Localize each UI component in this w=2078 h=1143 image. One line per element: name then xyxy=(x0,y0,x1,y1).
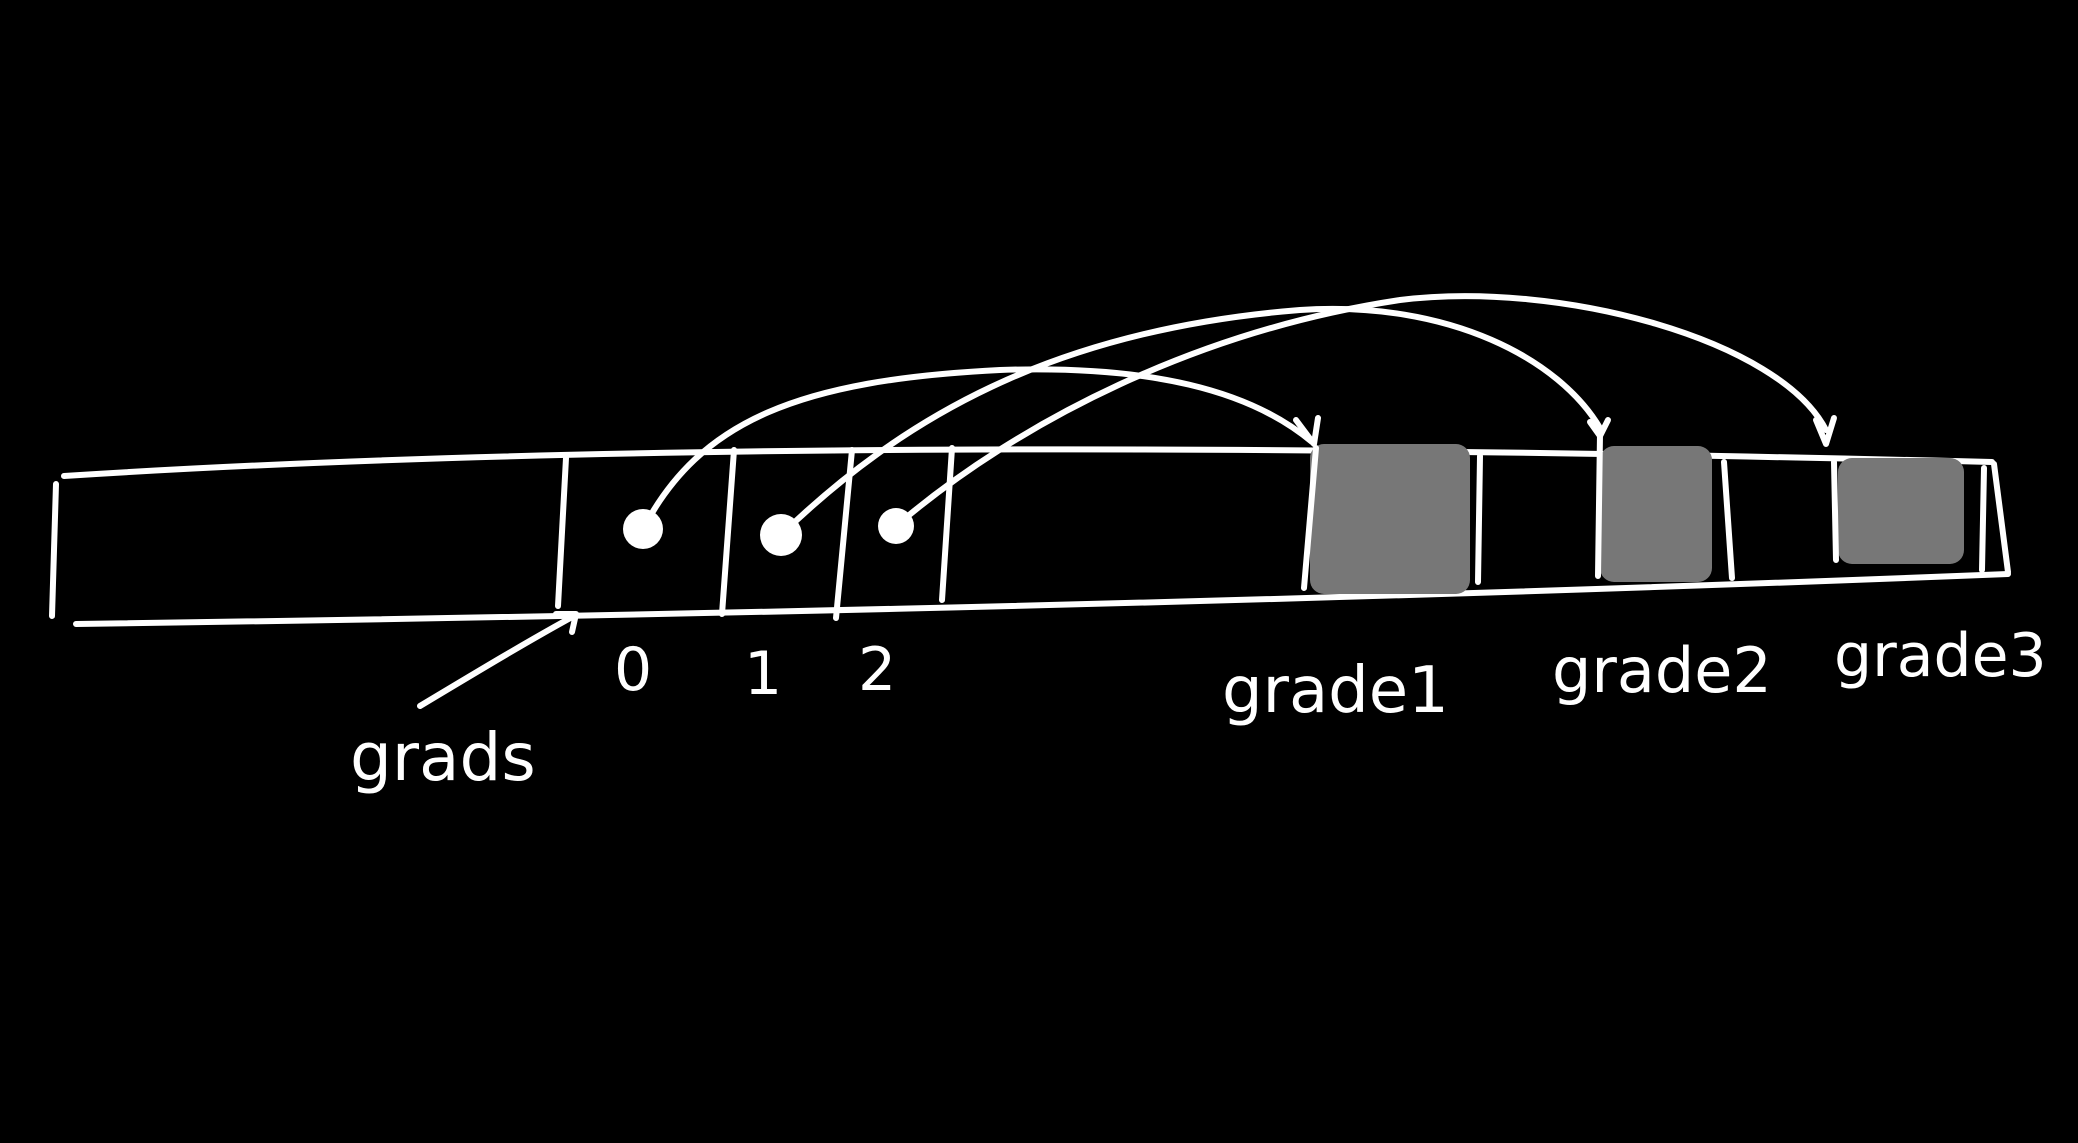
divider-grade1-left xyxy=(1301,445,1319,591)
pointer-arrows xyxy=(640,293,1837,538)
grade1-label: grade1 xyxy=(1222,654,1449,728)
arrowhead-grade2 xyxy=(1587,417,1611,439)
divider-grade2-left xyxy=(1595,431,1603,579)
arrowhead-grade1 xyxy=(1293,415,1321,447)
divider-0-1 xyxy=(719,447,737,617)
memory-strip xyxy=(49,446,2011,627)
index-2-label: 2 xyxy=(858,635,896,705)
grads-pointer xyxy=(417,611,579,709)
divider-grade3-right xyxy=(1979,465,1987,573)
divider-grads-start xyxy=(555,455,569,609)
grade3-label: grade3 xyxy=(1834,621,2047,691)
strip-right-edge xyxy=(1991,461,2011,575)
grade3-cell xyxy=(1838,458,1964,564)
arrow-2-to-grade3 xyxy=(893,293,1829,529)
divider-2-end xyxy=(939,445,955,603)
labels: grads 0 1 2 grade1 grade2 grade3 xyxy=(350,621,2047,796)
strip-left-edge xyxy=(49,481,59,619)
grads-arrowhead xyxy=(553,611,579,635)
grade2-cell xyxy=(1600,446,1712,582)
arrow-1-to-grade2 xyxy=(778,305,1603,538)
divider-grade2-right xyxy=(1721,459,1735,581)
arrow-0-to-grade1 xyxy=(640,366,1315,532)
grads-label: grads xyxy=(350,719,536,796)
grade-cells xyxy=(1310,444,1964,594)
divider-grade1-right xyxy=(1475,453,1483,585)
index-1-label: 1 xyxy=(744,639,782,709)
arrowhead-grade3 xyxy=(1813,415,1837,447)
strip-bottom-edge xyxy=(73,571,2011,627)
index-0-label: 0 xyxy=(614,635,652,705)
pointer-dots xyxy=(623,508,914,556)
grade1-cell xyxy=(1310,444,1470,594)
divider-grade3-left xyxy=(1831,459,1839,563)
grads-arrow xyxy=(417,613,577,709)
grade2-label: grade2 xyxy=(1552,634,1772,707)
